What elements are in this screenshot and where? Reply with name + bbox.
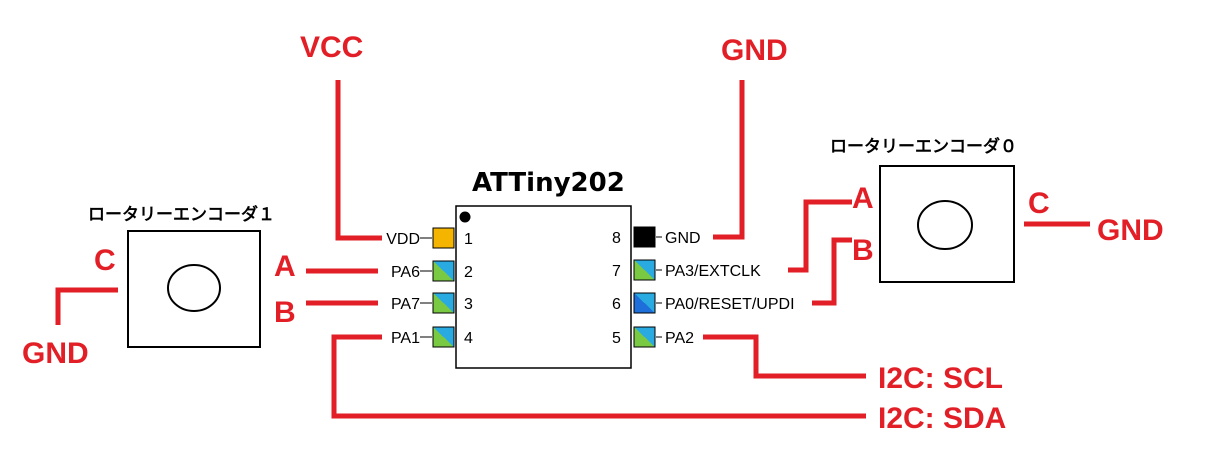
rotary-encoder-1: ロータリーエンコーダ１ C A B GND (22, 204, 296, 370)
pin-label-pa1: PA1 (391, 330, 420, 347)
pin-label-pa0: PA0/RESET/UPDI (665, 296, 795, 313)
pin-pad-3 (432, 292, 455, 314)
encoder1-label-b: B (274, 296, 296, 329)
encoder0-label-a: A (852, 182, 874, 215)
encoder0-label-gnd: GND (1097, 214, 1164, 247)
net-label-vcc: VCC (300, 31, 363, 64)
wires (55, 80, 1090, 419)
pin-label-gnd: GND (665, 230, 701, 247)
pin-pad-4 (432, 326, 455, 348)
net-label-sda: I2C: SDA (878, 402, 1006, 435)
pin-label-vdd: VDD (386, 231, 420, 248)
pin-number-3: 3 (464, 296, 473, 313)
wire-enc0-a (788, 199, 852, 273)
wire-sda (331, 334, 866, 419)
wire-enc0-b (812, 237, 852, 306)
pin-label-pa7: PA7 (391, 296, 420, 313)
pin-number-5: 5 (612, 330, 621, 347)
wire-scl (703, 334, 866, 379)
pin-pad-1 (432, 227, 455, 249)
pin-number-1: 1 (464, 231, 473, 248)
encoder1-title: ロータリーエンコーダ１ (88, 204, 275, 225)
net-label-gnd-top: GND (721, 34, 788, 67)
pin-pad-5 (633, 326, 656, 348)
encoder0-knob (917, 200, 973, 250)
pin-label-pa2: PA2 (665, 330, 694, 347)
encoder1-label-a: A (274, 250, 296, 283)
encoder0-title: ロータリーエンコーダ０ (830, 136, 1017, 157)
pin-number-6: 6 (612, 296, 621, 313)
encoder1-label-gnd: GND (22, 337, 89, 370)
wire-vcc (335, 80, 382, 241)
rotary-encoder-0: ロータリーエンコーダ０ A B C GND (830, 136, 1164, 283)
pin-pad-8 (633, 226, 656, 248)
wire-gnd-top (713, 80, 745, 240)
pin-pad-7 (633, 259, 656, 281)
pin-label-pa3: PA3/EXTCLK (665, 263, 761, 280)
chip-body (455, 205, 632, 369)
pin1-marker-dot (459, 211, 471, 223)
pin-number-4: 4 (464, 330, 473, 347)
chip-title: ATTiny202 (472, 168, 625, 198)
wire-enc1-c (55, 287, 118, 325)
encoder0-label-c: C (1028, 187, 1050, 220)
encoder0-label-b: B (852, 234, 874, 267)
pin-label-pa6: PA6 (391, 264, 420, 281)
pin-number-7: 7 (612, 263, 621, 280)
pin-pad-6 (633, 292, 656, 314)
attiny202-chip: ATTiny202 1 2 3 4 8 7 6 5 VDD PA6 (386, 168, 795, 369)
encoder1-label-c: C (94, 244, 116, 277)
pin-number-2: 2 (464, 264, 473, 281)
net-label-scl: I2C: SCL (878, 362, 1003, 395)
pin-pad-2 (432, 260, 455, 282)
pin-number-8: 8 (612, 230, 621, 247)
encoder1-knob (167, 264, 221, 312)
